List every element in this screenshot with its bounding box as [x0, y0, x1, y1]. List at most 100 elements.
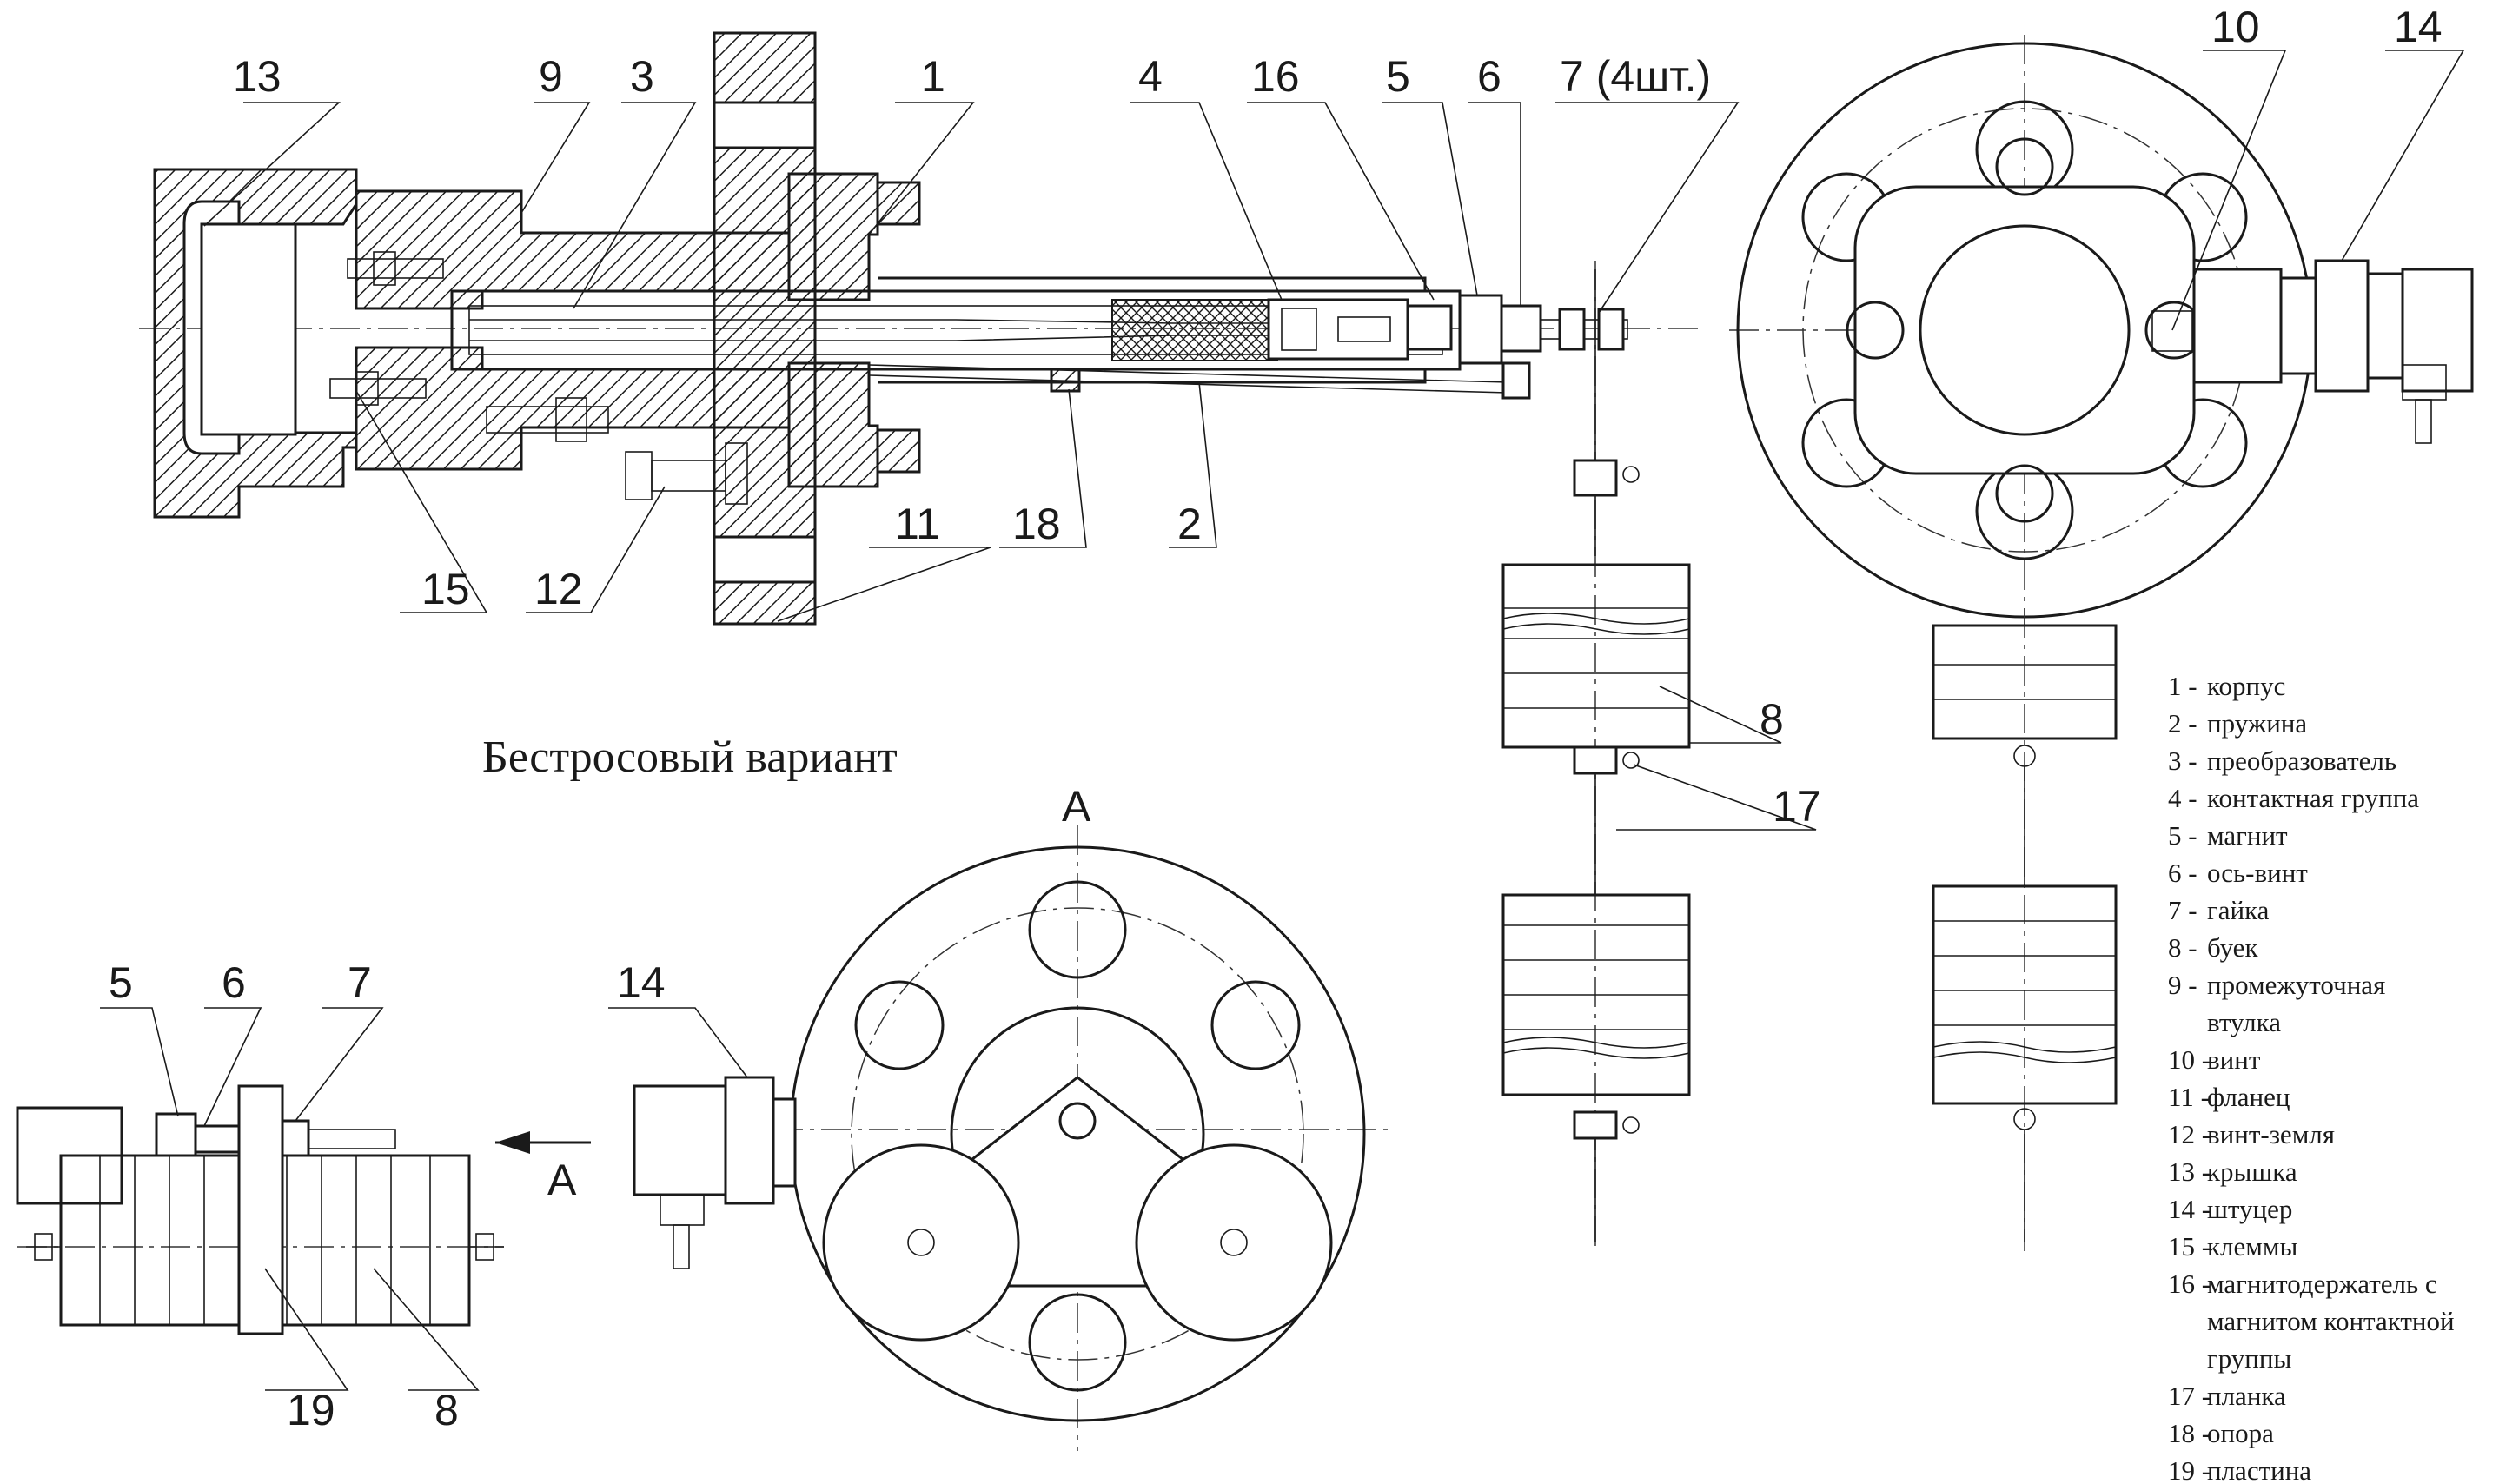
legend-item: втулка: [2207, 1007, 2281, 1037]
callout-numbers: 13 9 3 1 4 16 5 6 7 (4шт.) 10 14 15 12 1…: [109, 3, 2443, 1434]
legend-item-text: магнит: [2207, 820, 2288, 851]
variant-caption: Бестросовый вариант: [482, 732, 898, 782]
legend-item: 11 -фланец: [2168, 1082, 2290, 1112]
legend-item-number: 10 -: [2168, 1044, 2211, 1075]
callout-10: 10: [2211, 3, 2260, 51]
legend-item-text: корпус: [2207, 671, 2285, 701]
legend-item-number: 15 -: [2168, 1231, 2211, 1262]
callout-1: 1: [921, 52, 945, 101]
callout-9: 9: [539, 52, 563, 101]
legend-item-text: крышка: [2207, 1156, 2297, 1187]
callout-b5: 5: [109, 958, 133, 1007]
body-1-bottom: [787, 361, 879, 488]
legend-item-text: винт: [2207, 1044, 2261, 1075]
side-section-view: [139, 31, 1703, 1251]
legend-item: 18 -опора: [2168, 1418, 2274, 1448]
legend-item: магнитом контактной: [2207, 1306, 2455, 1336]
legend-item-text: фланец: [2207, 1082, 2290, 1112]
nut-7a: [1558, 308, 1586, 351]
plate-19-side: [237, 1084, 284, 1335]
callout-b8: 8: [434, 1386, 459, 1434]
callout-16: 16: [1251, 52, 1300, 101]
legend-item: 9 - промежуточная: [2168, 970, 2385, 1000]
legend-item: 1 - корпус: [2168, 671, 2285, 701]
view-a-label: А: [1062, 782, 1091, 831]
legend-item-number: 13 -: [2168, 1156, 2211, 1187]
legend-item-text: магнитодержатель с: [2207, 1269, 2437, 1299]
legend-item-number: 9 -: [2168, 970, 2197, 1000]
legend-item-number: 12 -: [2168, 1119, 2211, 1149]
magnet-holder-16: [1406, 304, 1453, 351]
callout-15: 15: [421, 565, 470, 613]
legend-item-text: преобразователь: [2207, 745, 2396, 776]
legend-item-number: 3 -: [2168, 745, 2197, 776]
legend-item-text: контактная группа: [2207, 783, 2419, 813]
legend-item-number: 14 -: [2168, 1194, 2211, 1224]
legend-item: 8 -буек: [2168, 932, 2258, 963]
legend-item-text: группы: [2207, 1343, 2291, 1374]
legend-item-text: пластина: [2207, 1455, 2311, 1484]
legend-item-text: гайка: [2207, 895, 2270, 925]
legend-item: 14 -штуцер: [2168, 1194, 2292, 1224]
callout-18: 18: [1012, 500, 1061, 548]
legend-item-number: 8 -: [2168, 932, 2197, 963]
legend-item-number: 1 -: [2168, 671, 2197, 701]
legend-item-number: 5 -: [2168, 820, 2197, 851]
legend-item-number: 11 -: [2168, 1082, 2210, 1112]
callout-7: 7 (4шт.): [1560, 52, 1711, 101]
view-a: [633, 825, 1390, 1451]
arrow-a-label: А: [547, 1156, 577, 1204]
legend-item-number: 18 -: [2168, 1418, 2211, 1448]
legend-item-text: винт-земля: [2207, 1119, 2335, 1149]
legend-item-text: планка: [2207, 1381, 2286, 1411]
callout-13: 13: [233, 52, 282, 101]
callout-12: 12: [534, 565, 583, 613]
legend-item: 19 -пластина: [2168, 1455, 2311, 1484]
parts-legend: 1 - корпус 2 - пружина 3 - преобразователь 4 -…: [2168, 671, 2455, 1484]
legend-item: 2 - пружина: [2168, 708, 2307, 739]
float-8-lower: [1501, 893, 1691, 1096]
body-1-top: [787, 172, 879, 301]
legend-item-text: промежуточная: [2207, 970, 2385, 1000]
legend-item-text: клеммы: [2207, 1231, 2298, 1262]
legend-item: 15 -клеммы: [2168, 1231, 2298, 1262]
legend-item-number: 2 -: [2168, 708, 2197, 739]
legend-item: 4 -контактная группа: [2168, 783, 2419, 813]
callout-b19: 19: [287, 1386, 335, 1434]
plate-side-view: [16, 1084, 591, 1335]
legend-item-text: пружина: [2207, 708, 2307, 739]
axis-screw-6: [1500, 304, 1542, 353]
legend-item-number: 19 -: [2168, 1455, 2211, 1484]
callout-14: 14: [2394, 3, 2443, 51]
callout-2: 2: [1177, 500, 1202, 548]
magnet-5: [1458, 294, 1503, 365]
legend-item-number: 7 -: [2168, 895, 2197, 925]
leader-lines: [100, 50, 2465, 1391]
legend-item-text: ось-винт: [2207, 858, 2308, 888]
legend-item-text: втулка: [2207, 1007, 2281, 1037]
callout-b7: 7: [348, 958, 372, 1007]
fitting-14-view-a: [724, 1076, 775, 1205]
body-square: [1853, 185, 2196, 475]
legend-item-text: опора: [2207, 1418, 2274, 1448]
support-18: [1050, 368, 1081, 393]
legend-item: 7 - гайка: [2168, 895, 2270, 925]
front-view-top: [1729, 35, 2474, 1251]
legend-item-number: 16 -: [2168, 1269, 2211, 1299]
callout-8: 8: [1760, 695, 1784, 744]
spring-2: [1111, 299, 1278, 361]
legend-item: 3 - преобразователь: [2168, 745, 2396, 776]
nut-7b: [1597, 308, 1625, 351]
legend-item: 13 -крышка: [2168, 1156, 2297, 1187]
callout-11: 11: [895, 500, 940, 548]
callout-b14: 14: [617, 958, 666, 1007]
legend-item: 5 - магнит: [2168, 820, 2288, 851]
legend-item: 10 -винт: [2168, 1044, 2261, 1075]
legend-item: 16 -магнитодержатель с: [2168, 1269, 2437, 1299]
legend-item-number: 6 -: [2168, 858, 2197, 888]
callout-17: 17: [1773, 782, 1821, 831]
magnet-5-side: [155, 1112, 197, 1157]
legend-item: 12 -винт-земля: [2168, 1119, 2335, 1149]
legend-item-text: штуцер: [2207, 1194, 2292, 1224]
legend-item: 6 - ось-винт: [2168, 858, 2308, 888]
